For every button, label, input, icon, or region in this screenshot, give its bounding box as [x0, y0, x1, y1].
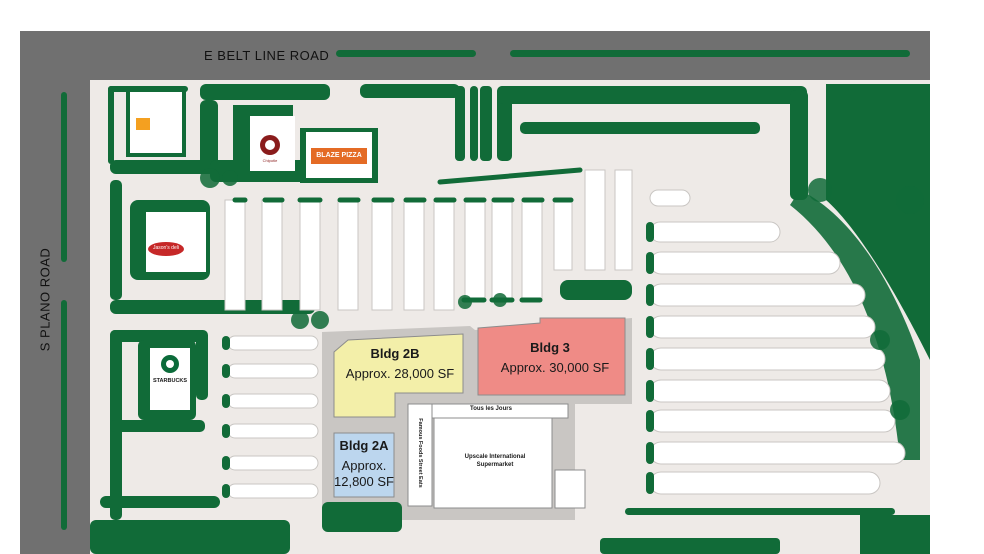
north-road-label: E BELT LINE ROAD: [204, 48, 330, 63]
south-green-area: [90, 520, 290, 554]
bldg-2b-size: Approx. 28,000 SF: [345, 366, 455, 381]
bldg-3-title: Bldg 3: [530, 340, 570, 355]
supermarket-footprint: [433, 417, 553, 509]
bldg-2b-title: Bldg 2B: [370, 346, 420, 361]
blaze-pizza-logo-icon: [311, 148, 367, 164]
chipotle-label: Chipotle: [262, 158, 278, 163]
famous-foods-label: Famous Foods Street Eats: [417, 418, 423, 488]
bldg-3-footprint: [477, 317, 626, 396]
bldg-3-size: Approx. 30,000 SF: [500, 360, 610, 375]
west-road-label: S PLANO ROAD: [37, 247, 53, 352]
bldg-2a-footprint: [333, 432, 395, 498]
plano-road: [20, 31, 90, 554]
bldg-2a-title: Bldg 2A: [339, 438, 389, 453]
jasons-deli-label: Jason's deli: [153, 245, 179, 251]
parking-stalls: [224, 169, 633, 311]
bldg-2a-size-line2: 12,800 SF: [334, 474, 394, 489]
starbucks-label: STARBUCKS: [152, 378, 188, 384]
supermarket-label-line1: Upscale International: [464, 454, 526, 460]
outparcel-logo-icon: [136, 118, 150, 130]
bldg-2b-footprint: [333, 333, 464, 418]
tous-les-jours-label: Tous les Jours: [470, 406, 512, 412]
blaze-pizza-label: BLAZE PIZZA: [316, 152, 362, 159]
bldg-2a-size-line1: Approx.: [341, 458, 387, 473]
supermarket-label-line2: Supermarket: [476, 462, 514, 468]
famous-foods-footprint: [407, 403, 433, 507]
